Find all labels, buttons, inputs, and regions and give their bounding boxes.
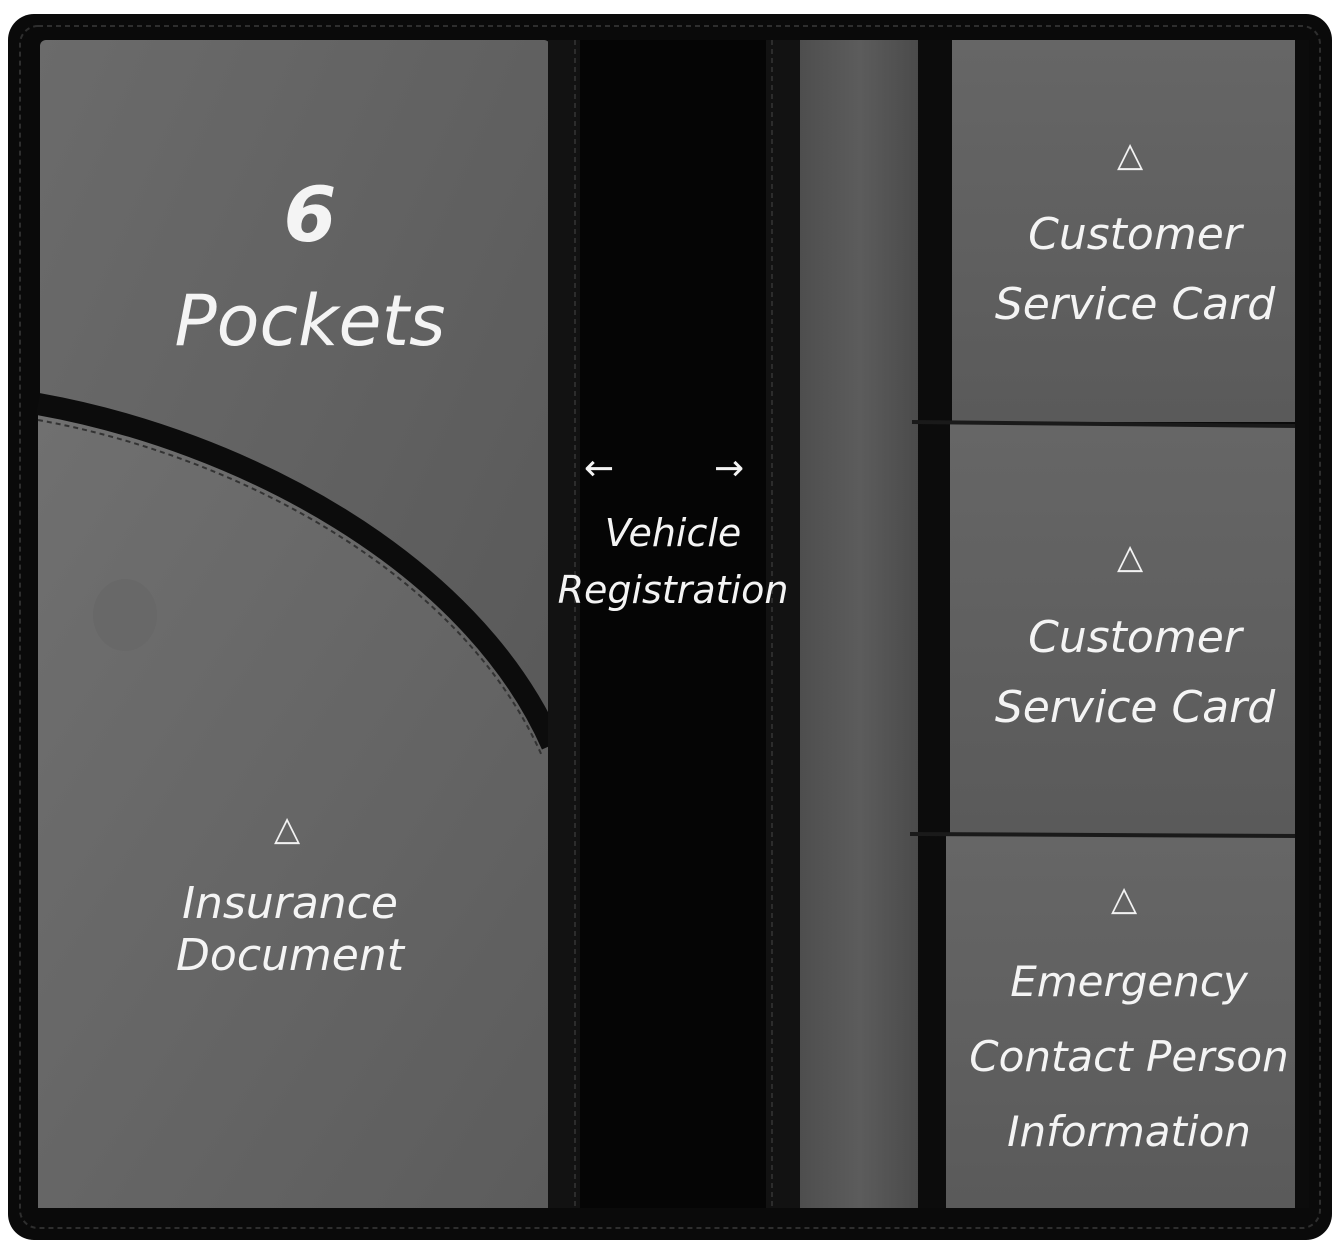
pocket-wear-mark xyxy=(93,579,157,651)
curved-pocket xyxy=(38,404,552,1208)
center-spine xyxy=(580,40,766,1208)
card-pocket-bottom xyxy=(946,836,1302,1208)
arrow-right-icon: → xyxy=(714,448,745,489)
emergency-contact-label: Emergency Contact Person Information xyxy=(969,957,1289,1156)
vehicle-registration-label: Vehicle Registration xyxy=(557,511,789,612)
headline-word: Pockets xyxy=(174,280,446,362)
arrow-left-icon: ← xyxy=(584,448,615,489)
curved-pocket-edge xyxy=(36,393,563,750)
headline-number: 6 xyxy=(283,170,337,259)
card-pocket-top xyxy=(952,40,1302,422)
triangle-marker-icon: △ xyxy=(1117,135,1144,175)
registration-slot xyxy=(800,40,920,1208)
insurance-label: Insurance Document xyxy=(176,878,404,981)
card-pocket-middle xyxy=(950,424,1302,834)
triangle-marker-icon: △ xyxy=(274,809,301,849)
card-top-label: Customer Service Card xyxy=(994,209,1276,331)
card-middle-label: Customer Service Card xyxy=(994,612,1276,734)
triangle-marker-icon: △ xyxy=(1111,879,1138,919)
wallet-edge-stitch xyxy=(19,25,1321,1229)
triangle-marker-icon: △ xyxy=(1117,537,1144,577)
